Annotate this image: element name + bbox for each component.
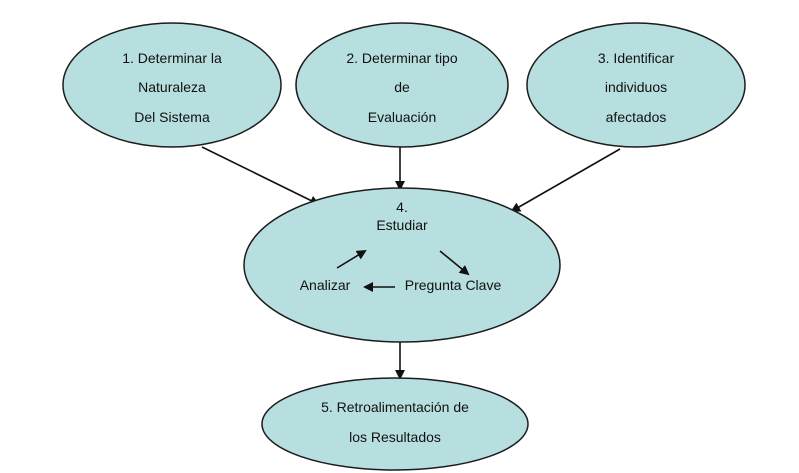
node-determinar-naturaleza: 1. Determinar la Naturaleza Del Sistema: [62, 22, 282, 148]
node-determinar-tipo-evaluacion: 2. Determinar tipo de Evaluación: [295, 22, 509, 148]
node-label-line: Evaluación: [368, 109, 437, 125]
cycle-label-pregunta-clave: Pregunta Clave: [405, 277, 502, 293]
node-retroalimentacion: 5. Retroalimentación de los Resultados: [261, 377, 529, 471]
node-ellipse: [526, 22, 746, 148]
node-estudiar: 4. Estudiar Analizar Pregunta Clave: [243, 187, 561, 343]
arrow-n1-to-n4: [201, 146, 320, 205]
node-ellipse: [62, 22, 282, 148]
node-label-line: 1. Determinar la: [122, 50, 222, 66]
node-label-line: Naturaleza: [138, 79, 206, 95]
cycle-arrow-estudiar-to-pregunta: [439, 250, 470, 276]
cycle-arrow-analizar-to-estudiar: [336, 249, 367, 269]
node-label-line: los Resultados: [349, 429, 441, 445]
node-label-line: de: [394, 79, 410, 95]
node-label-line: 5. Retroalimentación de: [321, 399, 469, 415]
node-ellipse: [261, 377, 529, 471]
node-label-line: 3. Identificar: [598, 50, 675, 66]
node-label-line: individuos: [605, 79, 667, 95]
node-label-line: Del Sistema: [134, 109, 210, 125]
node-label-line: 2. Determinar tipo: [346, 50, 457, 66]
node-identificar-individuos: 3. Identificar individuos afectados: [526, 22, 746, 148]
node-ellipse: [243, 187, 561, 343]
cycle-label-analizar: Analizar: [300, 277, 351, 293]
node-title-label: Estudiar: [376, 217, 428, 233]
node-label-line: afectados: [606, 109, 667, 125]
node-ellipse: [295, 22, 509, 148]
arrow-n3-to-n4: [510, 148, 621, 212]
node-number-label: 4.: [396, 199, 408, 215]
